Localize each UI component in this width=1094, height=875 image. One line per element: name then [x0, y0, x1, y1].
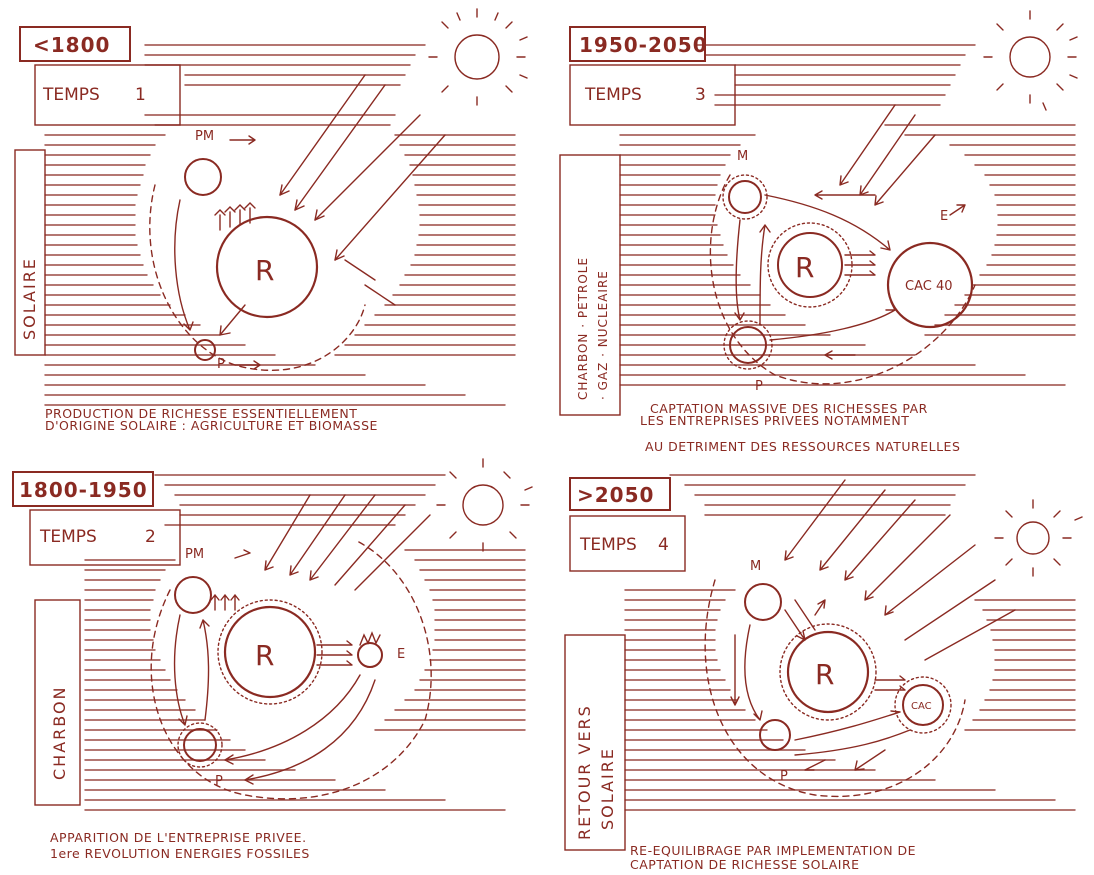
temps-label: TEMPS	[39, 527, 97, 547]
temps-number: 1	[135, 85, 146, 105]
p-circle	[195, 340, 215, 360]
energy-source-label: CHARBON	[50, 685, 69, 780]
hatching	[45, 45, 515, 405]
hatching	[620, 45, 1075, 385]
node-pm-label: PM	[195, 129, 214, 144]
energy-source-label-2: SOLAIRE	[598, 747, 617, 830]
energy-source-label-1: RETOUR VERS	[575, 704, 594, 840]
temps-label: TEMPS	[584, 85, 642, 105]
node-cac40-label: CAC 40	[905, 279, 953, 294]
node-m-label: M	[750, 559, 761, 574]
panel-2-drawing: 1800-1950 TEMPS 2 CHARBON PM P R E APPAR…	[5, 450, 540, 875]
node-p-label: P	[217, 357, 225, 372]
caption-line-1: RE-EQUILIBRAGE PAR IMPLEMENTATION DE	[630, 843, 916, 858]
node-p-label: P	[780, 769, 788, 784]
pm-circle	[175, 577, 211, 613]
energy-source-label-1: CHARBON · PETROLE	[576, 257, 590, 400]
node-r-label: R	[255, 254, 274, 287]
caption-line-1: APPARITION DE L'ENTREPRISE PRIVEE.	[50, 830, 307, 845]
temps-label: TEMPS	[579, 535, 637, 555]
sun-icon	[437, 459, 532, 551]
temps-label: TEMPS	[42, 85, 100, 105]
node-e-label: E	[397, 647, 405, 662]
caption-line-2: 1ere REVOLUTION ENERGIES FOSSILES	[50, 846, 310, 861]
node-p-label: P	[215, 774, 223, 789]
side-box	[560, 155, 620, 415]
coal-icon	[358, 643, 382, 667]
p-circle	[760, 720, 790, 750]
sun-icon	[984, 11, 1077, 110]
node-r-label: R	[815, 658, 834, 691]
node-e-label: E	[940, 209, 948, 224]
pm-circle	[185, 159, 221, 195]
panel-3-drawing: 1950-2050 TEMPS 3 CHARBON · PETROLE · GA…	[555, 5, 1090, 430]
node-pm-label: PM	[185, 547, 204, 562]
node-p-label: P	[755, 379, 763, 394]
m-circle	[729, 181, 761, 213]
temps-number: 4	[658, 535, 669, 555]
period-label: 1950-2050	[579, 33, 708, 57]
energy-source-label: SOLAIRE	[20, 257, 39, 340]
panel-temps-1: <1800 TEMPS 1 SOLAIRE PM P R PRODUCTION …	[5, 5, 540, 430]
m-circle	[745, 584, 781, 620]
caption-line-2: D'ORIGINE SOLAIRE : AGRICULTURE ET BIOMA…	[45, 418, 378, 430]
panel-1-drawing: <1800 TEMPS 1 SOLAIRE PM P R PRODUCTION …	[5, 5, 540, 430]
node-m-label: M	[737, 149, 748, 164]
panel-temps-3: 1950-2050 TEMPS 3 CHARBON · PETROLE · GA…	[555, 5, 1090, 430]
period-label: <1800	[33, 33, 110, 57]
caption-line-2: CAPTATION DE RICHESSE SOLAIRE	[630, 857, 860, 872]
hatching	[85, 475, 525, 810]
node-r-label: R	[795, 251, 814, 284]
temps-number: 2	[145, 527, 156, 547]
panel-temps-2: 1800-1950 TEMPS 2 CHARBON PM P R E APPAR…	[5, 450, 540, 875]
p-circle	[184, 729, 216, 761]
period-label: >2050	[577, 483, 654, 507]
temps-number: 3	[695, 85, 706, 105]
sun-icon	[995, 500, 1082, 576]
caption-line-2: LES ENTREPRISES PRIVEES NOTAMMENT	[640, 413, 909, 428]
panel-temps-4: >2050 TEMPS 4 RETOUR VERS SOLAIRE M P R …	[555, 450, 1090, 875]
sun-icon	[429, 9, 527, 105]
hatching	[625, 475, 1075, 810]
energy-source-label-2: · GAZ · NUCLEAIRE	[596, 270, 610, 400]
period-label: 1800-1950	[19, 478, 148, 502]
node-cac-label: CAC	[911, 701, 932, 712]
node-r-label: R	[255, 639, 274, 672]
panel-4-drawing: >2050 TEMPS 4 RETOUR VERS SOLAIRE M P R …	[555, 450, 1090, 875]
